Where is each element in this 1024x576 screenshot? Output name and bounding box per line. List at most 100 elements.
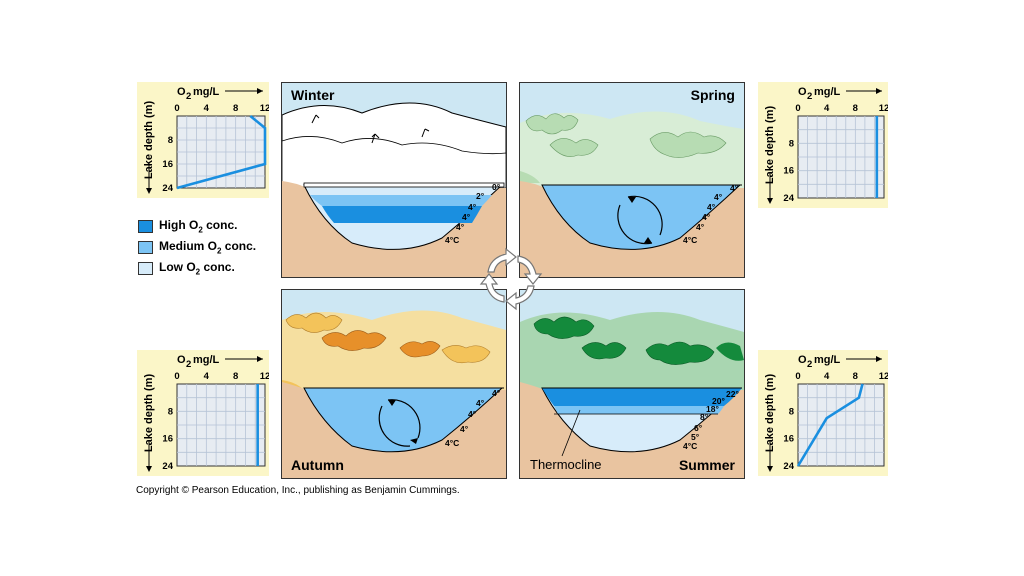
spring-panel: 4° 4° 4° 4° 4° 4°C Spring xyxy=(519,82,745,278)
y-axis-title: Lake depth (m) xyxy=(143,374,155,453)
cycle-arrows-svg xyxy=(479,247,543,311)
summer-temp-6: 4°C xyxy=(683,441,697,451)
summer-panel: 22° 20° 18° 8° 6° 5° 4°C Thermocline Sum… xyxy=(519,289,745,479)
x-axis-arrowhead xyxy=(876,88,882,94)
winter-title: Winter xyxy=(291,87,335,103)
x-tick-label: 8 xyxy=(853,371,858,382)
summer-temp-1: 20° xyxy=(712,396,725,406)
y-axis-arrowhead xyxy=(146,188,152,194)
y-axis-title: Lake depth (m) xyxy=(143,101,155,180)
y-tick-label: 16 xyxy=(162,159,173,170)
summer-title: Summer xyxy=(678,457,735,473)
winter-panel: 0° 2° 4° 4° 4° 4°C Winter xyxy=(281,82,507,278)
thermocline-label: Thermocline xyxy=(530,457,602,472)
autumn-temp-1: 4° xyxy=(476,398,485,408)
legend-swatch-medium xyxy=(138,240,153,254)
x-tick-label: 12 xyxy=(260,371,269,382)
x-tick-label: 4 xyxy=(824,103,830,114)
winter-temp-4: 4° xyxy=(456,222,465,232)
x-tick-label: 4 xyxy=(204,371,210,382)
legend-swatch-low xyxy=(138,261,153,275)
spring-temp-5: 4°C xyxy=(683,235,697,245)
x-axis-arrowhead xyxy=(257,88,263,94)
legend-label-high: High O2 conc. xyxy=(159,218,238,235)
y-tick-label: 24 xyxy=(162,461,173,472)
x-tick-label: 12 xyxy=(879,371,888,382)
x-axis-unit: mg/L xyxy=(814,354,841,366)
summer-temp-5: 5° xyxy=(691,432,700,442)
x-tick-label: 0 xyxy=(795,371,800,382)
spring-temp-4: 4° xyxy=(696,222,705,232)
y-tick-label: 24 xyxy=(783,193,794,204)
summer-temp-2: 18° xyxy=(706,404,719,414)
autumn-temp-2: 4° xyxy=(468,409,477,419)
x-tick-label: 0 xyxy=(174,103,179,114)
autumn-temp-0: 4° xyxy=(492,388,501,398)
autumn-panel: 4° 4° 4° 4° 4°C Autumn xyxy=(281,289,507,479)
y-tick-label: 8 xyxy=(789,406,794,417)
summer-temp-3: 8° xyxy=(700,412,709,422)
y-tick-label: 8 xyxy=(168,135,173,146)
winter-temp-3: 4° xyxy=(462,212,471,222)
y-tick-label: 8 xyxy=(789,138,794,149)
x-axis-unit: mg/L xyxy=(193,354,220,366)
autumn-scene: 4° 4° 4° 4° 4°C xyxy=(282,290,506,478)
x-axis-title-subscript: 2 xyxy=(807,359,812,370)
legend-swatch-high xyxy=(138,219,153,233)
seasonal-cycle-icon xyxy=(478,246,544,312)
x-tick-label: 8 xyxy=(853,103,858,114)
winter-temp-0: 0° xyxy=(492,182,501,192)
spring-temp-2: 4° xyxy=(707,202,716,212)
y-axis-title: Lake depth (m) xyxy=(764,106,776,185)
x-axis-title-subscript: 2 xyxy=(807,91,812,102)
summer-temp-0: 22° xyxy=(726,389,739,399)
x-axis-unit: mg/L xyxy=(814,86,841,98)
x-tick-label: 12 xyxy=(879,103,888,114)
legend-label-medium: Medium O2 conc. xyxy=(159,239,257,256)
spring-title: Spring xyxy=(690,87,735,103)
winter-temp-2: 4° xyxy=(468,202,477,212)
x-axis-arrowhead xyxy=(876,356,882,362)
y-tick-label: 24 xyxy=(783,461,794,472)
summer-scene: 22° 20° 18° 8° 6° 5° 4°C xyxy=(520,290,744,478)
o2-profile-line xyxy=(796,383,864,467)
summer-temp-4: 6° xyxy=(694,423,703,433)
x-axis-title-subscript: 2 xyxy=(186,91,191,102)
autumn-title: Autumn xyxy=(291,457,344,473)
o2-profile-line xyxy=(176,114,267,190)
spring-temp-3: 4° xyxy=(702,212,711,222)
x-tick-label: 0 xyxy=(795,103,800,114)
autumn-temp-4: 4°C xyxy=(445,438,459,448)
x-tick-label: 12 xyxy=(260,103,269,114)
spring-temp-1: 4° xyxy=(714,192,723,202)
x-tick-label: 8 xyxy=(233,103,238,114)
x-tick-label: 8 xyxy=(233,371,238,382)
y-tick-label: 8 xyxy=(168,406,173,417)
y-tick-label: 16 xyxy=(162,434,173,445)
x-axis-title-subscript: 2 xyxy=(186,359,191,370)
y-axis-arrowhead xyxy=(767,466,773,472)
spring-scene: 4° 4° 4° 4° 4° 4°C xyxy=(520,83,744,277)
y-tick-label: 16 xyxy=(783,166,794,177)
y-tick-label: 16 xyxy=(783,434,794,445)
autumn-temp-3: 4° xyxy=(460,424,469,434)
x-axis-arrowhead xyxy=(257,356,263,362)
winter-scene: 0° 2° 4° 4° 4° 4°C xyxy=(282,83,506,277)
winter-temp-5: 4°C xyxy=(445,235,459,245)
y-axis-title: Lake depth (m) xyxy=(764,374,776,453)
legend-low: Low O2 conc. xyxy=(138,260,235,276)
y-axis-arrowhead xyxy=(767,198,773,204)
x-axis-title: O xyxy=(798,86,807,98)
legend-medium: Medium O2 conc. xyxy=(138,239,256,255)
x-axis-unit: mg/L xyxy=(193,86,220,98)
spring-temp-0: 4° xyxy=(730,183,739,193)
x-tick-label: 4 xyxy=(204,103,210,114)
x-axis-title: O xyxy=(177,86,186,98)
